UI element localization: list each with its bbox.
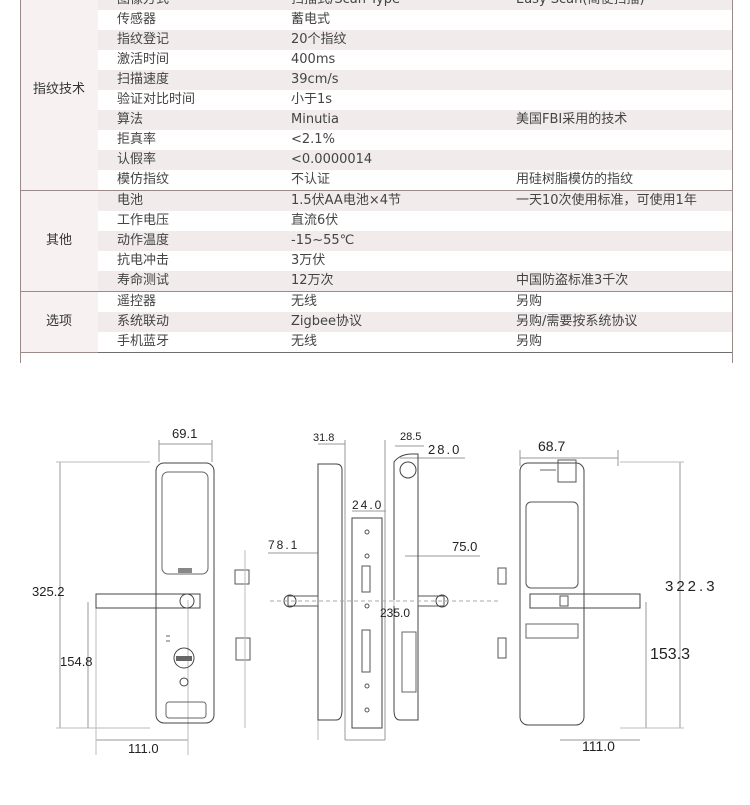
dim-side-top: 28.5 <box>400 431 422 443</box>
table-row: 认假率<0.0000014 <box>20 150 733 170</box>
item-cell: 认假率 <box>98 150 272 170</box>
dim-side-78: 78.1 <box>268 538 300 552</box>
item-cell: 系统联动 <box>98 312 272 332</box>
dim-back-handle: 111.0 <box>582 738 615 754</box>
note-cell <box>497 70 733 90</box>
value-cell: 无线 <box>272 291 497 312</box>
item-cell: 传感器 <box>98 10 272 30</box>
value-cell: 小于1s <box>272 90 497 110</box>
back-view <box>497 450 684 741</box>
item-cell: 验证对比时间 <box>98 90 272 110</box>
item-cell: 电池 <box>98 190 272 211</box>
dim-side-thickness: 31.8 <box>313 432 335 444</box>
value-cell: 12万次 <box>272 271 497 292</box>
value-cell: -15~55℃ <box>272 231 497 251</box>
category-cell: 指纹技术 <box>20 0 98 191</box>
value-cell: <2.1% <box>272 130 497 150</box>
note-cell: 用硅树脂模仿的指纹 <box>497 170 733 191</box>
value-cell: 3万伏 <box>272 251 497 271</box>
note-cell: Easy Scan(简便扫描) <box>497 0 733 10</box>
note-cell <box>497 150 733 170</box>
value-cell: 400ms <box>272 50 497 70</box>
value-cell: 不认证 <box>272 170 497 191</box>
item-cell: 指纹登记 <box>98 30 272 50</box>
value-cell: Minutia <box>272 110 497 130</box>
item-cell: 拒真率 <box>98 130 272 150</box>
dim-side-235: 235.0 <box>380 606 411 620</box>
note-cell <box>497 10 733 30</box>
table-row: 动作温度-15~55℃ <box>20 231 733 251</box>
item-cell: 算法 <box>98 110 272 130</box>
item-cell: 寿命测试 <box>98 271 272 292</box>
item-cell: 遥控器 <box>98 291 272 312</box>
table-row: 验证对比时间小于1s <box>20 90 733 110</box>
dim-front-height: 325.2 <box>32 584 65 599</box>
note-cell <box>497 50 733 70</box>
dim-front-lower: 154.8 <box>60 654 93 669</box>
table-row: 模仿指纹不认证用硅树脂模仿的指纹 <box>20 170 733 191</box>
spec-table: 指纹技术图像方式扫描式/Scan TypeEasy Scan(简便扫描)传感器蓄… <box>20 0 733 353</box>
dim-side-24: 24.0 <box>352 498 384 512</box>
dim-front-handle: 111.0 <box>128 741 159 756</box>
value-cell: 蓄电式 <box>272 10 497 30</box>
item-cell: 激活时间 <box>98 50 272 70</box>
table-row: 传感器蓄电式 <box>20 10 733 30</box>
note-cell <box>497 251 733 271</box>
item-cell: 抗电冲击 <box>98 251 272 271</box>
lock-dimension-drawing: 69.1 325.2 154.8 111.0 31.8 28.5 28.0 24… <box>0 410 750 801</box>
item-cell: 图像方式 <box>98 0 272 10</box>
value-cell: Zigbee协议 <box>272 312 497 332</box>
category-cell: 选项 <box>20 291 98 353</box>
value-cell: 39cm/s <box>272 70 497 90</box>
value-cell: 20个指纹 <box>272 30 497 50</box>
value-cell: 直流6伏 <box>272 211 497 231</box>
note-cell <box>497 130 733 150</box>
dim-back-width: 68.7 <box>538 438 566 454</box>
item-cell: 扫描速度 <box>98 70 272 90</box>
note-cell: 另购 <box>497 291 733 312</box>
table-row: 手机蓝牙无线另购 <box>20 332 733 353</box>
dim-side-28: 28.0 <box>428 442 462 457</box>
item-cell: 动作温度 <box>98 231 272 251</box>
front-view <box>56 440 251 755</box>
value-cell: <0.0000014 <box>272 150 497 170</box>
item-cell: 手机蓝牙 <box>98 332 272 353</box>
table-row: 指纹技术图像方式扫描式/Scan TypeEasy Scan(简便扫描) <box>20 0 733 191</box>
note-cell: 中国防盗标准3千次 <box>497 271 733 292</box>
side-view <box>268 440 500 741</box>
table-row: 拒真率<2.1% <box>20 130 733 150</box>
drawing-svg <box>56 440 684 755</box>
note-cell <box>497 211 733 231</box>
note-cell: 另购 <box>497 332 733 353</box>
category-cell: 其他 <box>20 190 98 292</box>
dim-side-75: 75.0 <box>452 539 478 554</box>
table-row: 工作电压直流6伏 <box>20 211 733 231</box>
note-cell <box>497 231 733 251</box>
table-row: 选项遥控器无线另购 <box>20 291 733 353</box>
item-cell: 模仿指纹 <box>98 170 272 191</box>
note-cell: 另购/需要按系统协议 <box>497 312 733 332</box>
dim-back-height: 322.3 <box>665 578 718 595</box>
note-cell: 美国FBI采用的技术 <box>497 110 733 130</box>
value-cell: 1.5伏AA电池×4节 <box>272 190 497 211</box>
item-cell: 工作电压 <box>98 211 272 231</box>
value-cell: 扫描式/Scan Type <box>272 0 497 10</box>
dim-front-width: 69.1 <box>172 426 198 441</box>
value-cell: 无线 <box>272 332 497 353</box>
dim-back-lower: 153.3 <box>650 646 691 663</box>
note-cell <box>497 30 733 50</box>
note-cell: 一天10次使用标准，可使用1年 <box>497 190 733 211</box>
note-cell <box>497 90 733 110</box>
